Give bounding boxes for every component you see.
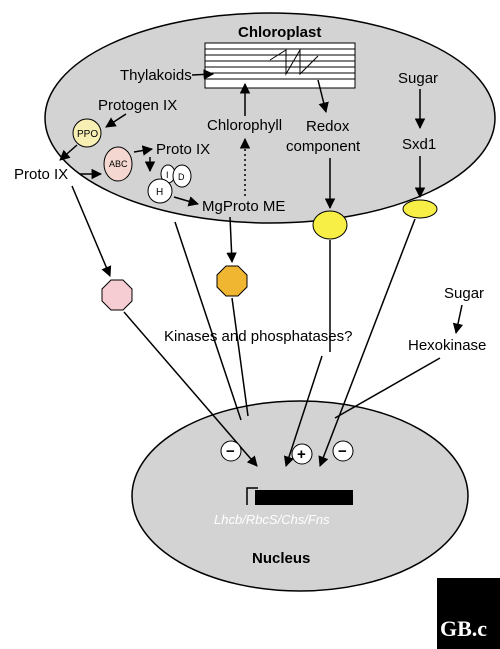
thylakoids-arrow [191,69,215,80]
ppo-enzyme [72,118,102,148]
proto-ix-signal-octagon [101,279,133,311]
gene-promoter [246,487,258,505]
redox-signal-ellipse [312,210,348,240]
pink-octagon-to-nucleus-arrow [123,311,258,467]
abc-transporter [103,146,133,182]
protoix-to-octagon-arrow [71,185,112,277]
abc-label: ABC [109,159,128,169]
mgproto-signal-octagon [216,265,248,297]
chelatase-h-subunit [147,178,173,204]
sxd1-to-nucleus-arrow [318,218,416,467]
kinases-label: Kinases and phosphatases? [164,328,352,345]
gb-logo-box [437,578,500,649]
protogen-ix-label: Protogen IX [98,97,177,114]
thylakoid-to-redox-arrow [317,79,329,114]
redox-label-line2: component [286,138,361,155]
sxd1-signal-ellipse [402,199,438,219]
minus-sign-right-text: − [338,443,347,460]
hexokinase-to-nucleus-line [334,357,441,419]
sugar-outer-label: Sugar [444,285,484,302]
chelatase-d-subunit [172,164,192,188]
thylakoid-stack [204,42,356,89]
sxd1-label: Sxd1 [402,136,436,153]
thylakoids-label: Thylakoids [120,67,192,84]
sugar-to-hexokinase-arrow [452,304,464,335]
mgproto-to-octagon-arrow [226,216,237,264]
ppo-label: PPO [77,129,98,140]
chloroplast-title: Chloroplast [238,24,321,41]
chelatase-i-label: I [166,170,169,180]
chelatase-h-label: H [156,187,163,198]
minus-sign-left [220,440,242,462]
chelatase-d-label: D [178,172,185,182]
sugar-inner-label: Sugar [398,70,438,87]
h-to-mgproto-arrow [173,196,200,207]
chloroplast-body [44,12,496,224]
gene-names-label: Lhcb/RbcS/Chs/Fns [214,512,330,527]
minus-sign-left-text: − [226,443,235,460]
plus-sign [291,443,313,465]
redox-down-to-nucleus-arrow [283,355,323,467]
protogen-to-ppo-arrow [105,113,127,128]
mgproto-me-label: MgProto ME [202,198,285,215]
proto-ix-inner-label: Proto IX [156,141,210,158]
ppo-to-protoix-arrow [59,144,78,161]
chlorophyll-label: Chlorophyll [207,117,282,134]
gene-coding-bar [255,490,353,505]
abc-to-protoix-arrow [133,145,154,156]
minus-sign-right [332,440,354,462]
plus-sign-text: + [297,446,306,463]
hexokinase-label: Hexokinase [408,337,486,354]
chloroplast-line-left-to-nucleus [174,221,242,421]
proto-ix-outside-label: Proto IX [14,166,68,183]
orange-octagon-to-nucleus-arrow [231,297,249,417]
nucleus-label: Nucleus [252,550,310,567]
gb-logo-text: GB.c [440,616,487,641]
redox-label-line1: Redox [306,118,350,135]
